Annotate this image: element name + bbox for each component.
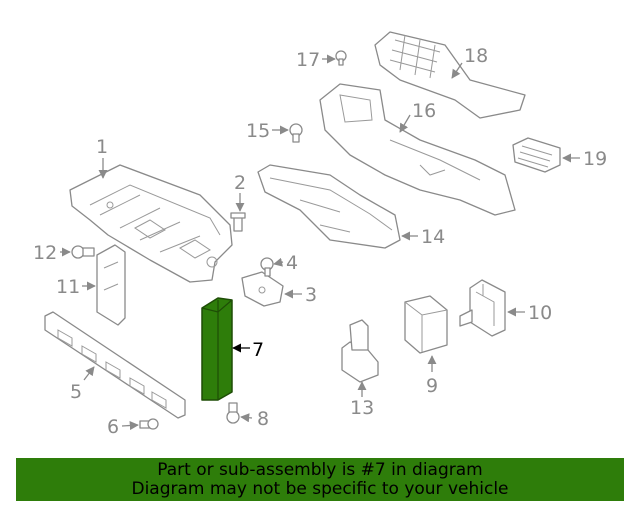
callout-9: 9 xyxy=(426,375,438,397)
leader-lines xyxy=(60,54,580,431)
callout-15: 15 xyxy=(246,120,270,142)
part-19-vent xyxy=(512,137,561,173)
callout-1: 1 xyxy=(96,136,108,158)
callout-3: 3 xyxy=(305,284,317,306)
callout-7: 7 xyxy=(252,339,264,361)
callout-13: 13 xyxy=(350,397,374,419)
part-10-bracket xyxy=(459,279,506,337)
callout-11: 11 xyxy=(56,276,80,298)
part-7-highlighted-component xyxy=(201,297,233,401)
part-6-bolt xyxy=(139,418,159,430)
callout-10: 10 xyxy=(528,302,552,324)
callout-12: 12 xyxy=(33,242,57,264)
part-1-upper-tie-bar xyxy=(69,164,233,283)
part-notice-banner: Part or sub-assembly is #7 in diagram Di… xyxy=(16,458,624,501)
callout-8: 8 xyxy=(257,408,269,430)
banner-line-part-number: Part or sub-assembly is #7 in diagram xyxy=(157,460,483,480)
callout-16: 16 xyxy=(412,100,436,122)
callout-14: 14 xyxy=(421,226,445,248)
callout-17: 17 xyxy=(296,49,320,71)
part-16-air-duct xyxy=(319,83,516,216)
callout-2: 2 xyxy=(234,172,246,194)
part-3-bracket-plate xyxy=(241,271,284,307)
part-15-screw xyxy=(289,123,303,143)
callout-4: 4 xyxy=(286,252,298,274)
part-18-upper-shield xyxy=(374,31,526,119)
part-17-clip xyxy=(335,50,347,66)
part-5-lower-tie-bar xyxy=(44,311,186,419)
callout-labels: 1 2 3 4 5 6 7 8 9 10 11 12 13 14 15 16 1… xyxy=(33,45,607,438)
part-11-vertical-support xyxy=(96,244,126,326)
part-9-module xyxy=(404,295,448,354)
callout-18: 18 xyxy=(464,45,488,67)
part-8-bolt xyxy=(226,402,240,424)
part-4-bolt xyxy=(260,257,274,277)
part-14-lower-deflector xyxy=(257,164,401,249)
callout-6: 6 xyxy=(107,416,119,438)
banner-line-disclaimer: Diagram may not be specific to your vehi… xyxy=(131,479,509,499)
callout-19: 19 xyxy=(583,148,607,170)
exploded-parts-diagram: 1 2 3 4 5 6 7 8 9 10 11 12 13 14 15 16 1… xyxy=(33,31,607,438)
part-2-bolt xyxy=(230,212,246,232)
callout-5: 5 xyxy=(70,381,82,403)
part-12-bolt xyxy=(71,245,95,259)
part-13-latch xyxy=(341,319,379,383)
